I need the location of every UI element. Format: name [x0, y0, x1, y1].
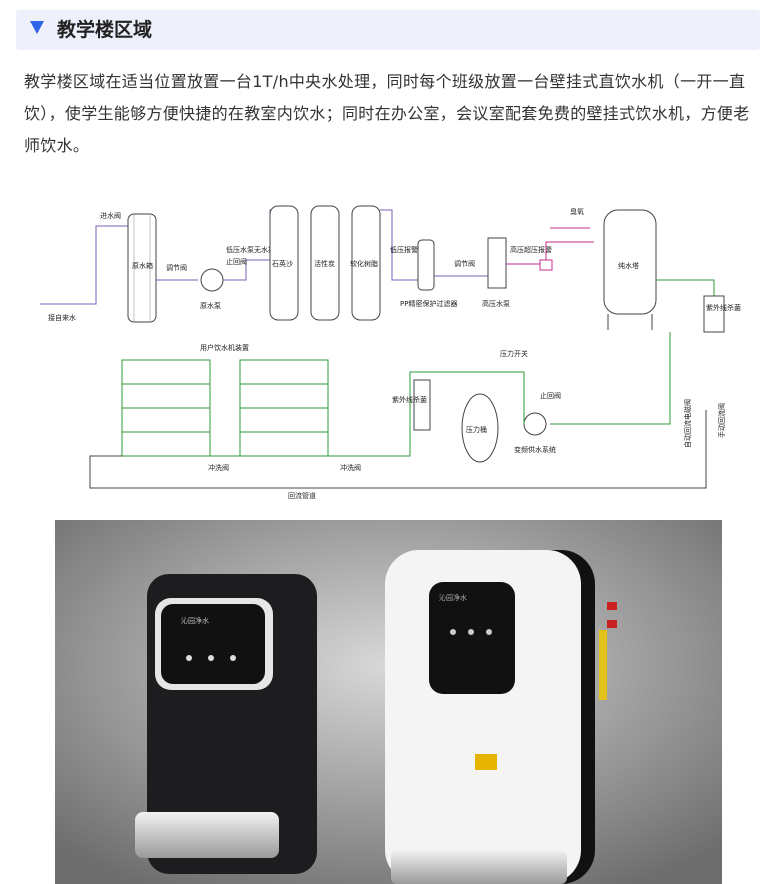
label-check-valve-2: 止回阀 — [540, 391, 561, 400]
label-check-valve-1: 止回阀 — [226, 257, 247, 266]
black-dispenser — [135, 574, 317, 874]
dispenser-grid-left — [121, 359, 211, 457]
label-quartz-sand: 石英沙 — [272, 259, 293, 268]
raw-water-pump — [200, 268, 224, 292]
water-system-diagram: 接自来水 进水阀 原水箱 调节阀 原水泵 低压水泵无水报警 止回阀 石英沙 活性… — [30, 180, 745, 502]
label-regulator-1: 调节阀 — [166, 263, 187, 272]
label-regulator-2: 调节阀 — [454, 259, 475, 268]
uv-sterilizer-2 — [413, 379, 431, 431]
product-photo: 沁园净水 沁园净水 — [55, 520, 722, 884]
label-pp-filter: PP精密保护过滤器 — [400, 299, 457, 308]
label-manual-valve: 手动回流阀 — [717, 403, 726, 438]
label-activated-carbon: 活性炭 — [314, 259, 335, 268]
label-inlet-valve: 进水阀 — [100, 211, 121, 220]
label-high-pressure-alarm: 高压超压报警 — [510, 245, 552, 254]
raw-water-tank — [127, 213, 157, 323]
label-flush-valve-1: 冲洗阀 — [208, 463, 229, 472]
label-vfd-system: 变频供水系统 — [514, 445, 556, 454]
label-uv-sterilizer-2: 紫外线杀菌 — [392, 395, 427, 404]
label-low-pressure-alarm-2: 低压报警 — [390, 245, 418, 254]
label-return-pipe: 回流管道 — [288, 491, 316, 500]
label-raw-pump: 原水泵 — [200, 301, 221, 310]
pure-water-tower — [603, 209, 657, 330]
ozone-generator — [539, 259, 553, 271]
uv-sterilizer-1 — [703, 295, 725, 333]
label-softening-resin: 软化树脂 — [350, 259, 378, 268]
label-pressure-switch: 压力开关 — [500, 349, 528, 358]
label-pure-water-tower: 纯水塔 — [618, 261, 639, 270]
section-title: 教学楼区域 — [57, 19, 153, 41]
label-raw-tank: 原水箱 — [132, 261, 153, 270]
high-pressure-pump — [487, 237, 507, 289]
section-header: 教学楼区域 — [16, 10, 760, 50]
label-flush-valve-2: 冲洗阀 — [340, 463, 361, 472]
label-pressure-tank: 压力桶 — [466, 425, 487, 434]
label-tap-water: 接自来水 — [48, 313, 76, 322]
label-auto-return-valve: 自动回流电磁阀 — [683, 399, 692, 448]
label-user-dispensers: 用户饮水机装置 — [200, 343, 249, 352]
label-high-pressure-pump: 高压水泵 — [482, 299, 510, 308]
right-brand: 沁园净水 — [439, 593, 467, 602]
left-brand: 沁园净水 — [181, 616, 209, 625]
description-paragraph: 教学楼区域在适当位置放置一台1T/h中央水处理，同时每个班级放置一台壁挂式直饮水… — [24, 72, 750, 155]
vfd-pump — [523, 412, 547, 436]
filter-columns — [269, 205, 381, 321]
label-low-pressure-alarm-1: 低压水泵无水报警 — [226, 245, 282, 254]
label-uv-sterilizer-1: 紫外线杀菌 — [706, 303, 741, 312]
dispenser-grid-right — [239, 359, 329, 457]
pp-filter — [417, 239, 435, 291]
label-ozone: 臭氧 — [570, 207, 584, 216]
white-dispenser — [385, 550, 617, 884]
pressure-tank — [461, 393, 499, 463]
triangle-down-icon — [30, 21, 44, 34]
